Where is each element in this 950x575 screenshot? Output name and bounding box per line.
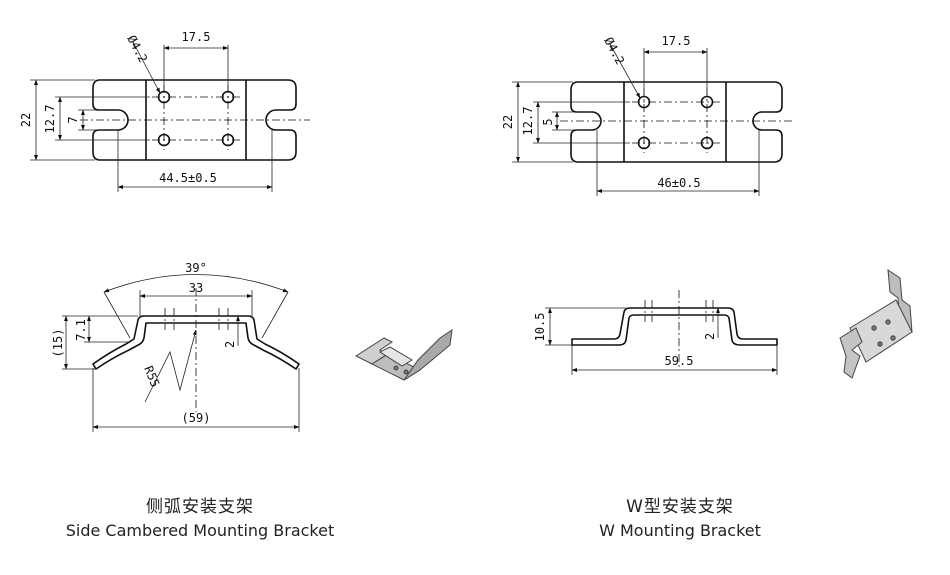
dim-angle: 39° [185,261,207,275]
dim-slot-width: 5 [541,118,555,125]
cambered-profile [92,315,300,370]
right-side-view [571,307,778,346]
right-top-view [570,81,783,163]
dim-slot-width: 7 [66,116,80,123]
caption-cn: W型安装支架 [626,497,734,517]
left-bracket-3d-icon [354,328,453,381]
caption-en: W Mounting Bracket [599,521,761,540]
right-side-centerlines [644,290,714,368]
right-top-outline [570,81,783,163]
dim-radius: R55 [141,364,162,389]
right-side-dimensions [545,307,778,375]
left-side-dim-text: 39° 33 (15) 7.1 2 R55 (59) [51,261,237,425]
dim-overall-length: (59) [182,411,211,425]
dim-overall-width: 22 [19,113,33,127]
right-side-dim-text: 10.5 2 59.5 [533,313,717,368]
left-top-dimensions [30,41,273,192]
dim-height: 10.5 [533,313,547,342]
dim-hole-spacing: 17.5 [182,30,211,44]
dim-hole-dia: Ø4.2 [124,33,150,65]
caption-cn: 侧弧安装支架 [146,497,254,517]
right-top-dim-text: 17.5 Ø4.2 22 12.7 5 46±0.5 [501,34,701,190]
left-caption: 侧弧安装支架 Side Cambered Mounting Bracket [40,492,360,540]
left-side-dimensions [62,274,300,432]
w-profile [571,307,778,346]
dim-hole-dia: Ø4.2 [601,35,627,67]
dim-flange-height: 7.1 [74,319,88,341]
right-top-dimensions [512,43,760,196]
dim-inner-span: 33 [189,281,203,295]
left-side-view [92,315,300,370]
right-top-centerlines [560,88,795,153]
dim-length: 44.5±0.5 [159,171,217,185]
right-caption: W型安装支架 W Mounting Bracket [520,492,840,540]
dim-overall-width: 22 [501,115,515,129]
dim-slot-pitch: 12.7 [521,107,535,136]
left-top-centerlines [80,85,310,150]
caption-en: Side Cambered Mounting Bracket [65,521,335,540]
dim-length: 46±0.5 [657,176,700,190]
left-side-centerlines [164,288,229,412]
dim-thickness: 2 [703,333,717,340]
dim-overall-height: (15) [51,329,65,358]
dim-overall-length: 59.5 [665,354,694,368]
dim-slot-pitch: 12.7 [43,105,57,134]
dim-hole-spacing: 17.5 [662,34,691,48]
dim-thickness: 2 [223,341,237,348]
right-bracket-3d-icon [839,269,913,379]
